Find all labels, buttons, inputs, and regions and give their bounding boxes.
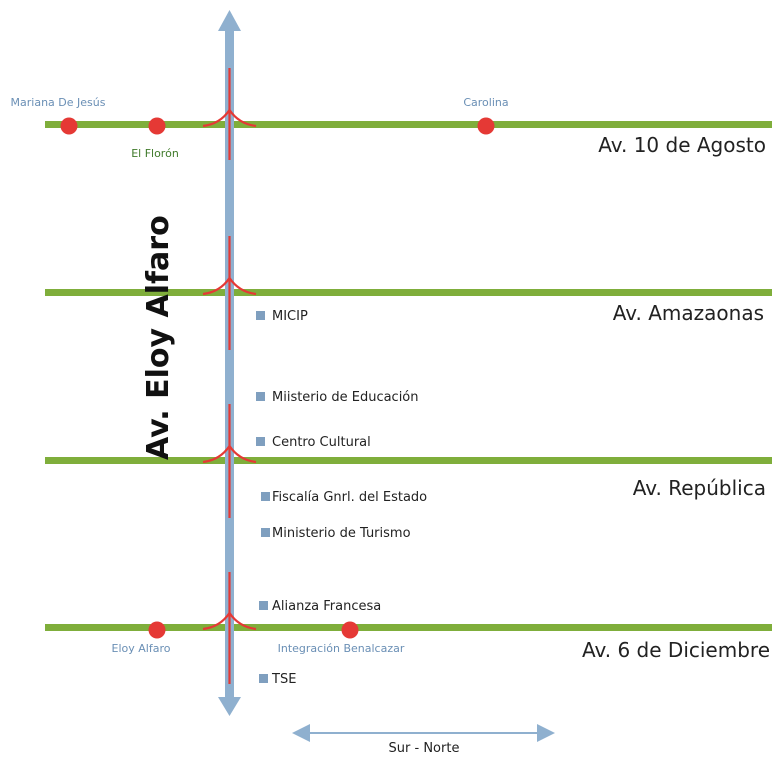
stop-marker-icon xyxy=(477,117,495,135)
place-marker-icon xyxy=(256,437,265,446)
place-marker-icon xyxy=(261,492,270,501)
stop-label-mariana-de-jesus: Mariana De Jesús xyxy=(11,96,106,109)
place-label-alianza-francesa: Alianza Francesa xyxy=(272,599,381,614)
direction-indicator: Sur - Norte xyxy=(292,724,555,756)
stop-label-eloy-alfaro: Eloy Alfaro xyxy=(112,642,171,655)
place-label-ministerio-turismo: Ministerio de Turismo xyxy=(272,526,411,541)
places: MICIP Miisterio de Educación Centro Cult… xyxy=(256,309,427,687)
junction-icon xyxy=(202,572,257,684)
street-name-amazaonas: Av. Amazaonas xyxy=(613,301,764,325)
arrow-right-icon xyxy=(537,724,555,742)
place-label-ministerio-educacion: Miisterio de Educación xyxy=(272,390,419,405)
junction-icon xyxy=(202,68,257,160)
stop-marker-icon xyxy=(341,621,359,639)
stop-marker-icon xyxy=(60,117,78,135)
street-name-6-de-diciembre: Av. 6 de Diciembre xyxy=(582,638,770,662)
stop-label-carolina: Carolina xyxy=(463,96,508,109)
stop-markers xyxy=(60,117,495,639)
arrow-down-icon xyxy=(218,697,241,716)
place-marker-icon xyxy=(259,601,268,610)
place-marker-icon xyxy=(256,311,265,320)
main-avenue-line xyxy=(225,28,234,700)
street-name-10-de-agosto: Av. 10 de Agosto xyxy=(598,133,766,157)
junction-markers xyxy=(202,68,257,684)
place-label-fiscalia: Fiscalía Gnrl. del Estado xyxy=(272,490,427,505)
cross-streets xyxy=(45,121,772,631)
street-line-6-de-diciembre xyxy=(45,624,772,631)
main-avenue-arrow xyxy=(218,10,241,716)
place-label-micip: MICIP xyxy=(272,309,308,324)
direction-label: Sur - Norte xyxy=(389,741,460,756)
junction-icon xyxy=(202,236,257,350)
street-line-amazaonas xyxy=(45,289,772,296)
stop-label-el-floron: El Florón xyxy=(131,147,179,160)
stop-marker-icon xyxy=(148,621,166,639)
stop-label-integracion-benalcazar: Integración Benalcazar xyxy=(278,642,405,655)
street-name-republica: Av. República xyxy=(633,476,766,500)
main-avenue-name: Av. Eloy Alfaro xyxy=(141,215,176,460)
place-marker-icon xyxy=(256,392,265,401)
place-marker-icon xyxy=(261,528,270,537)
direction-line xyxy=(306,732,538,734)
stop-marker-icon xyxy=(148,117,166,135)
place-marker-icon xyxy=(259,674,268,683)
place-label-centro-cultural: Centro Cultural xyxy=(272,435,371,450)
junction-icon xyxy=(202,404,257,518)
arrow-up-icon xyxy=(218,10,241,31)
street-line-10-de-agosto xyxy=(45,121,772,128)
street-line-republica xyxy=(45,457,772,464)
arrow-left-icon xyxy=(292,724,310,742)
place-label-tse: TSE xyxy=(271,672,296,687)
